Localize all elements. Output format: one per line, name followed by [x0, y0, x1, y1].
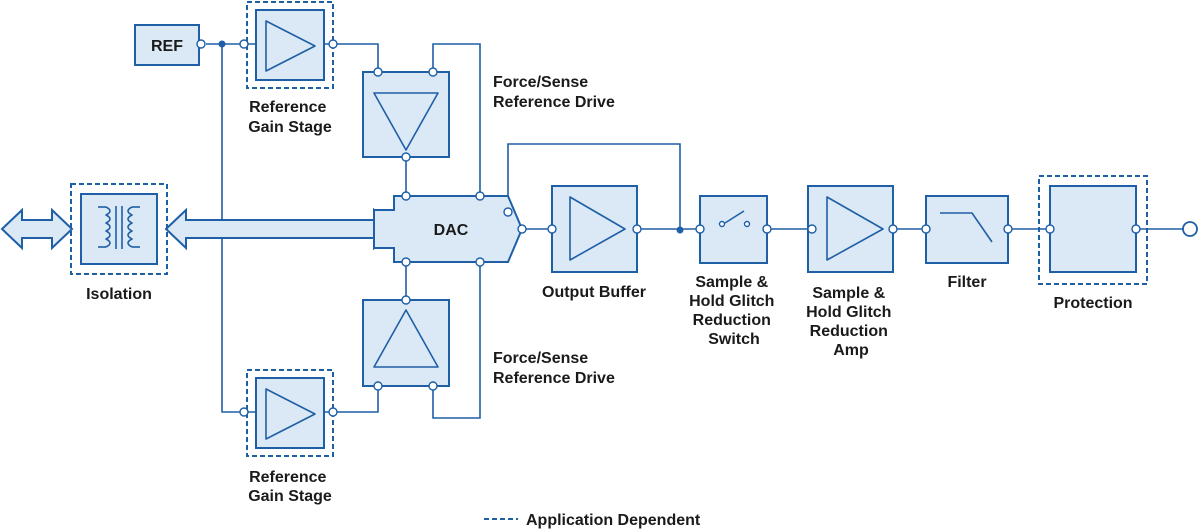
- lowpass-filter-icon: [940, 212, 993, 243]
- top-gain-stage-output-port: [328, 39, 338, 49]
- sh-amp-input-port: [807, 224, 817, 234]
- filter-output-port: [1003, 224, 1013, 234]
- bottom-gain-stage-label: Reference Gain Stage: [248, 469, 332, 505]
- amplifier-icon: [265, 20, 316, 72]
- protection-boundary: [1038, 175, 1148, 285]
- top-force-sense-label: Force/Sense Reference Drive: [493, 74, 615, 111]
- sh-amp-output-port: [888, 224, 898, 234]
- top-gain-stage-input-port: [239, 39, 249, 49]
- bottom-force-sense-port-right: [428, 381, 438, 391]
- dac-port-output: [517, 224, 527, 234]
- digital-bus-arrow: [164, 207, 396, 251]
- dac-port-bottom-right: [475, 257, 485, 267]
- output-buffer-block: [551, 185, 638, 273]
- sh-switch-label: Sample & Hold Glitch Reduction Switch: [689, 274, 779, 348]
- bottom-gain-stage-output-port: [328, 407, 338, 417]
- ref-junction: [218, 40, 226, 48]
- dac-port-top-left: [401, 191, 411, 201]
- isolation-label: Isolation: [86, 286, 152, 303]
- legend-label: Application Dependent: [526, 512, 701, 529]
- dac-block: [373, 195, 524, 263]
- bottom-gain-stage-input-port: [239, 407, 249, 417]
- bottom-force-sense-port-left: [373, 381, 383, 391]
- bottom-force-sense-label: Force/Sense Reference Drive: [493, 350, 615, 387]
- ref-output-port: [196, 39, 206, 49]
- top-gain-stage-label: Reference Gain Stage: [248, 99, 332, 136]
- output-buffer-label: Output Buffer: [542, 284, 646, 301]
- top-force-sense-port-bottom: [401, 152, 411, 162]
- sh-amp-label: Sample & Hold Glitch Reduction Amp: [806, 285, 896, 359]
- buffer-up-icon: [373, 309, 439, 368]
- isolation-block: [80, 193, 158, 265]
- protection-output-port: [1131, 224, 1141, 234]
- top-force-sense-block: [362, 71, 450, 158]
- amplifier-icon: [826, 196, 884, 261]
- wires: [206, 43, 1183, 419]
- dac-port-feedback: [503, 207, 513, 217]
- legend: Application Dependent: [484, 512, 701, 529]
- amplifier-icon: [569, 196, 626, 261]
- sh-switch-input-port: [695, 224, 705, 234]
- ref-block: [134, 24, 200, 66]
- sh-amp-block: [807, 185, 894, 273]
- switch-icon: [718, 210, 751, 228]
- bottom-force-sense-block: [362, 299, 450, 387]
- filter-label: Filter: [947, 274, 986, 291]
- dac-port-top-right: [475, 191, 485, 201]
- protection-block: [1049, 185, 1137, 273]
- dac-label: DAC: [434, 222, 469, 239]
- dac-port-bottom-left: [401, 257, 411, 267]
- ref-label: REF: [151, 38, 183, 55]
- buffer-down-icon: [373, 92, 439, 151]
- output-node-junction: [676, 226, 684, 234]
- filter-block: [925, 195, 1009, 264]
- output-terminal: [1182, 221, 1198, 237]
- output-buffer-input-port: [547, 224, 557, 234]
- sh-switch-block: [699, 195, 768, 264]
- protection-label: Protection: [1053, 295, 1132, 312]
- transformer-icon: [98, 206, 140, 249]
- external-interface-arrow: [0, 207, 74, 251]
- protection-input-port: [1045, 224, 1055, 234]
- sh-switch-output-port: [762, 224, 772, 234]
- output-buffer-output-port: [632, 224, 642, 234]
- isolation-boundary: [70, 183, 168, 275]
- amplifier-icon: [265, 388, 316, 440]
- top-force-sense-port-left: [373, 67, 383, 77]
- bottom-force-sense-port-top: [401, 295, 411, 305]
- filter-input-port: [921, 224, 931, 234]
- top-force-sense-port-right: [428, 67, 438, 77]
